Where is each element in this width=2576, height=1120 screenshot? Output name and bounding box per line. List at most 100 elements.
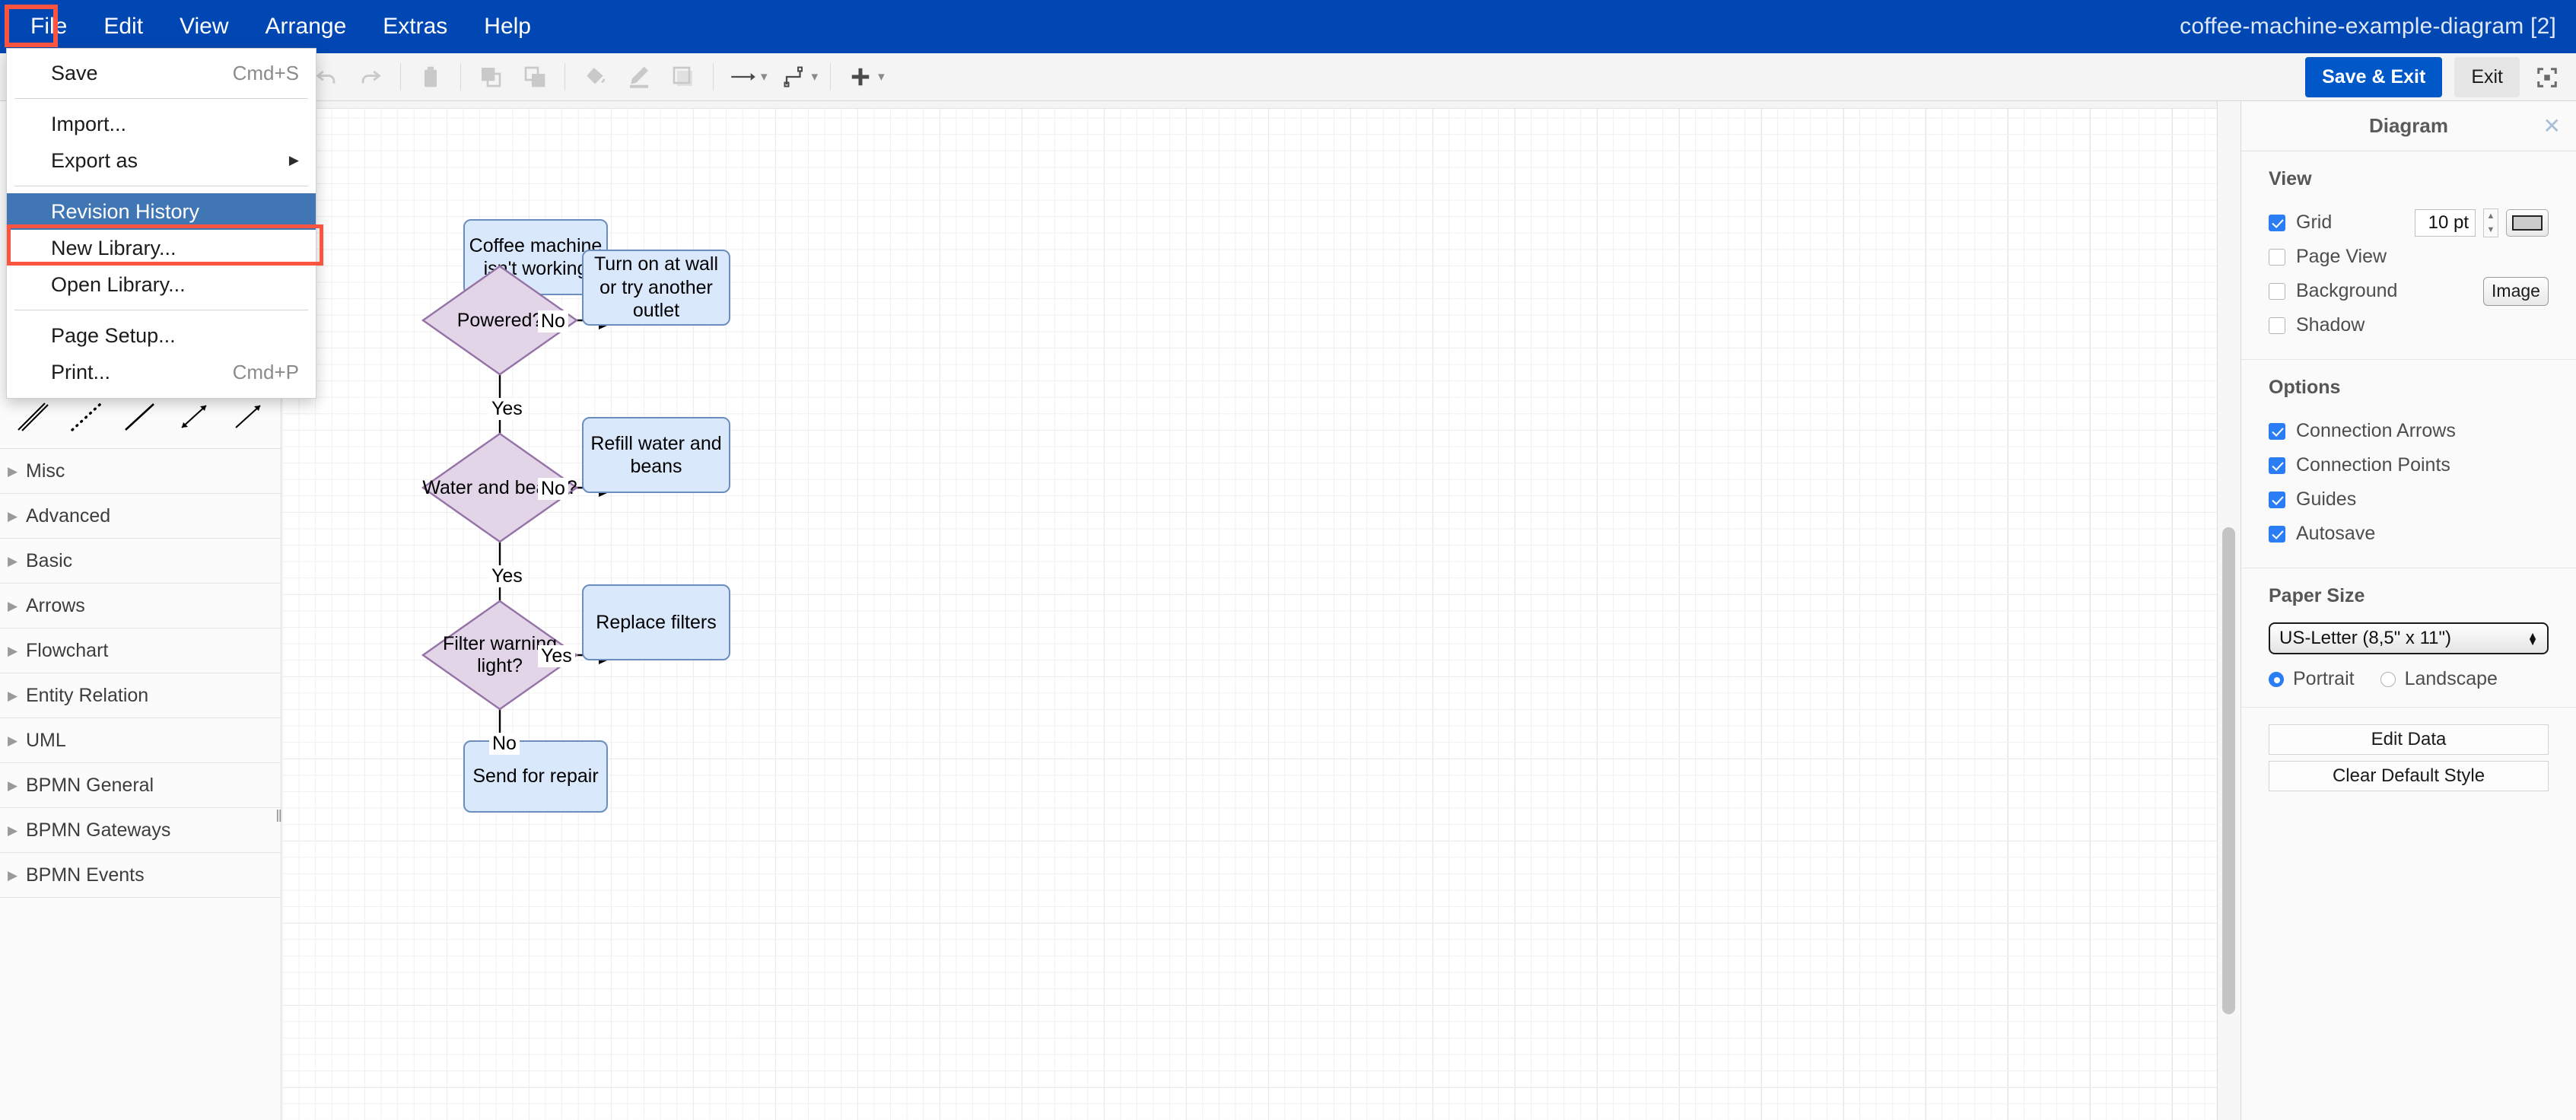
clear-default-style-button[interactable]: Clear Default Style xyxy=(2269,761,2549,791)
shadow-checkbox[interactable] xyxy=(2269,317,2285,334)
node-refill-water-and-beans[interactable]: Refill water and beans xyxy=(582,417,730,493)
toolbar-right-actions: Save & Exit Exit xyxy=(2305,53,2562,101)
background-checkbox[interactable] xyxy=(2269,282,2285,300)
grid-checkbox[interactable] xyxy=(2269,214,2285,231)
shape-dotted-line[interactable] xyxy=(63,399,111,434)
menu-extras[interactable]: Extras xyxy=(383,14,448,39)
grid-row: Grid ▲▼ xyxy=(2269,205,2549,240)
canvas-vertical-scrollbar[interactable] xyxy=(2218,101,2240,1120)
sidebar-category-basic[interactable]: ▶Basic xyxy=(0,539,281,584)
save-and-exit-button[interactable]: Save & Exit xyxy=(2305,57,2443,97)
chevron-updown-icon: ▲▼ xyxy=(2527,629,2538,648)
sidebar-category-bpmn-gateways[interactable]: ▶BPMN Gateways xyxy=(0,808,281,853)
grid-size-input[interactable] xyxy=(2415,208,2476,237)
node-send-for-repair[interactable]: Send for repair xyxy=(463,740,608,813)
scrollbar-thumb[interactable] xyxy=(2222,527,2235,1014)
file-menu-dropdown: Save Cmd+S Import... Export as ▶ Revisio… xyxy=(6,48,323,399)
shape-bidirectional-arrow[interactable] xyxy=(170,399,218,434)
shape-directional-arrow[interactable] xyxy=(224,399,272,434)
connection-dropdown-caret[interactable]: ▾ xyxy=(811,69,819,84)
autosave-label: Autosave xyxy=(2296,523,2376,544)
panel-section-actions: Edit Data Clear Default Style xyxy=(2241,708,2576,814)
chevron-right-icon: ▶ xyxy=(8,553,18,568)
portrait-label: Portrait xyxy=(2293,668,2355,689)
edit-data-button[interactable]: Edit Data xyxy=(2269,724,2549,755)
page-view-row: Page View xyxy=(2269,240,2549,274)
waypoint-style-icon[interactable] xyxy=(721,59,765,95)
options-section-title: Options xyxy=(2269,377,2341,398)
connection-arrows-row: Connection Arrows xyxy=(2269,414,2549,448)
autosave-checkbox[interactable] xyxy=(2269,525,2285,542)
grid-color-swatch[interactable] xyxy=(2506,208,2549,237)
sidebar-category-misc[interactable]: ▶Misc xyxy=(0,449,281,494)
node-powered-decision[interactable]: Powered? xyxy=(420,264,580,377)
shape-plain-line[interactable] xyxy=(116,399,164,434)
node-turn-on-at-wall[interactable]: Turn on at wall or try another outlet xyxy=(582,250,730,326)
menu-arrange[interactable]: Arrange xyxy=(265,14,347,39)
background-image-button[interactable]: Image xyxy=(2483,276,2549,306)
connection-points-checkbox[interactable] xyxy=(2269,457,2285,474)
sidebar-resize-handle[interactable]: ‖ xyxy=(275,807,282,826)
menu-help[interactable]: Help xyxy=(484,14,531,39)
orientation-row: Portrait Landscape xyxy=(2269,668,2549,690)
edge-label-filter-no: No xyxy=(489,733,520,755)
exit-button[interactable]: Exit xyxy=(2454,57,2520,97)
autosave-row: Autosave xyxy=(2269,517,2549,551)
undo-icon[interactable] xyxy=(304,59,348,95)
menu-item-page-setup[interactable]: Page Setup... xyxy=(51,323,176,347)
print-shortcut: Cmd+P xyxy=(232,360,299,383)
menu-item-import[interactable]: Import... xyxy=(51,112,127,135)
menu-item-export-as[interactable]: Export as ▶ xyxy=(51,148,299,172)
shadow-icon[interactable] xyxy=(661,59,705,95)
menu-item-save[interactable]: Save Cmd+S xyxy=(51,61,299,84)
menu-file[interactable]: File xyxy=(12,9,86,44)
node-replace-filters[interactable]: Replace filters xyxy=(582,584,730,660)
fullscreen-icon[interactable] xyxy=(2532,62,2562,93)
chevron-right-icon: ▶ xyxy=(8,508,18,523)
sidebar-category-bpmn-events[interactable]: ▶BPMN Events xyxy=(0,853,281,898)
shape-double-line[interactable] xyxy=(9,399,57,434)
sidebar-category-advanced[interactable]: ▶Advanced xyxy=(0,494,281,539)
menu-item-print[interactable]: Print... Cmd+P xyxy=(51,360,299,383)
close-icon[interactable]: ✕ xyxy=(2543,114,2561,138)
insert-dropdown-caret[interactable]: ▾ xyxy=(878,69,885,84)
grid-size-stepper[interactable]: ▲▼ xyxy=(2483,208,2498,237)
sidebar-category-entity-relation[interactable]: ▶Entity Relation xyxy=(0,673,281,718)
sidebar-category-bpmn-general[interactable]: ▶BPMN General xyxy=(0,763,281,808)
toolbar-divider xyxy=(713,63,714,91)
waypoint-dropdown-caret[interactable]: ▾ xyxy=(761,69,768,84)
shadow-row: Shadow xyxy=(2269,308,2549,342)
sidebar-category-uml[interactable]: ▶UML xyxy=(0,718,281,763)
format-panel: Diagram ✕ View Grid ▲▼ Page View Backg xyxy=(2240,101,2576,1120)
save-shortcut: Cmd+S xyxy=(232,61,299,84)
guides-checkbox[interactable] xyxy=(2269,491,2285,508)
connection-arrows-checkbox[interactable] xyxy=(2269,422,2285,440)
redo-icon[interactable] xyxy=(348,59,393,95)
sidebar-category-flowchart[interactable]: ▶Flowchart xyxy=(0,628,281,673)
sidebar-category-arrows[interactable]: ▶Arrows xyxy=(0,584,281,628)
connection-points-row: Connection Points xyxy=(2269,448,2549,482)
menu-item-new-library[interactable]: New Library... xyxy=(51,236,177,259)
menu-edit[interactable]: Edit xyxy=(103,14,144,39)
diagram-canvas[interactable]: Coffee machine isn't working Powered? Tu… xyxy=(282,101,2240,1120)
menu-item-revision-history[interactable]: Revision History xyxy=(7,193,316,230)
chevron-right-icon: ▶ xyxy=(8,733,18,748)
menu-view[interactable]: View xyxy=(180,14,229,39)
to-front-icon[interactable] xyxy=(469,59,513,95)
landscape-radio[interactable] xyxy=(2380,671,2396,687)
delete-icon[interactable] xyxy=(409,59,453,95)
line-color-icon[interactable] xyxy=(617,59,661,95)
to-back-icon[interactable] xyxy=(513,59,557,95)
paper-size-select[interactable]: US-Letter (8,5" x 11") ▲▼ xyxy=(2269,622,2549,654)
panel-section-options: Options Connection Arrows Connection Poi… xyxy=(2241,360,2576,568)
portrait-radio[interactable] xyxy=(2269,671,2284,687)
toolbar-divider xyxy=(830,63,832,91)
paper-size-section-title: Paper Size xyxy=(2269,585,2365,606)
insert-icon[interactable] xyxy=(838,59,883,95)
page-view-checkbox[interactable] xyxy=(2269,248,2285,266)
menu-item-open-library[interactable]: Open Library... xyxy=(51,272,186,296)
panel-header: Diagram ✕ xyxy=(2241,101,2576,151)
grid-label: Grid xyxy=(2296,212,2333,233)
fill-color-icon[interactable] xyxy=(573,59,617,95)
connection-style-icon[interactable] xyxy=(772,59,816,95)
